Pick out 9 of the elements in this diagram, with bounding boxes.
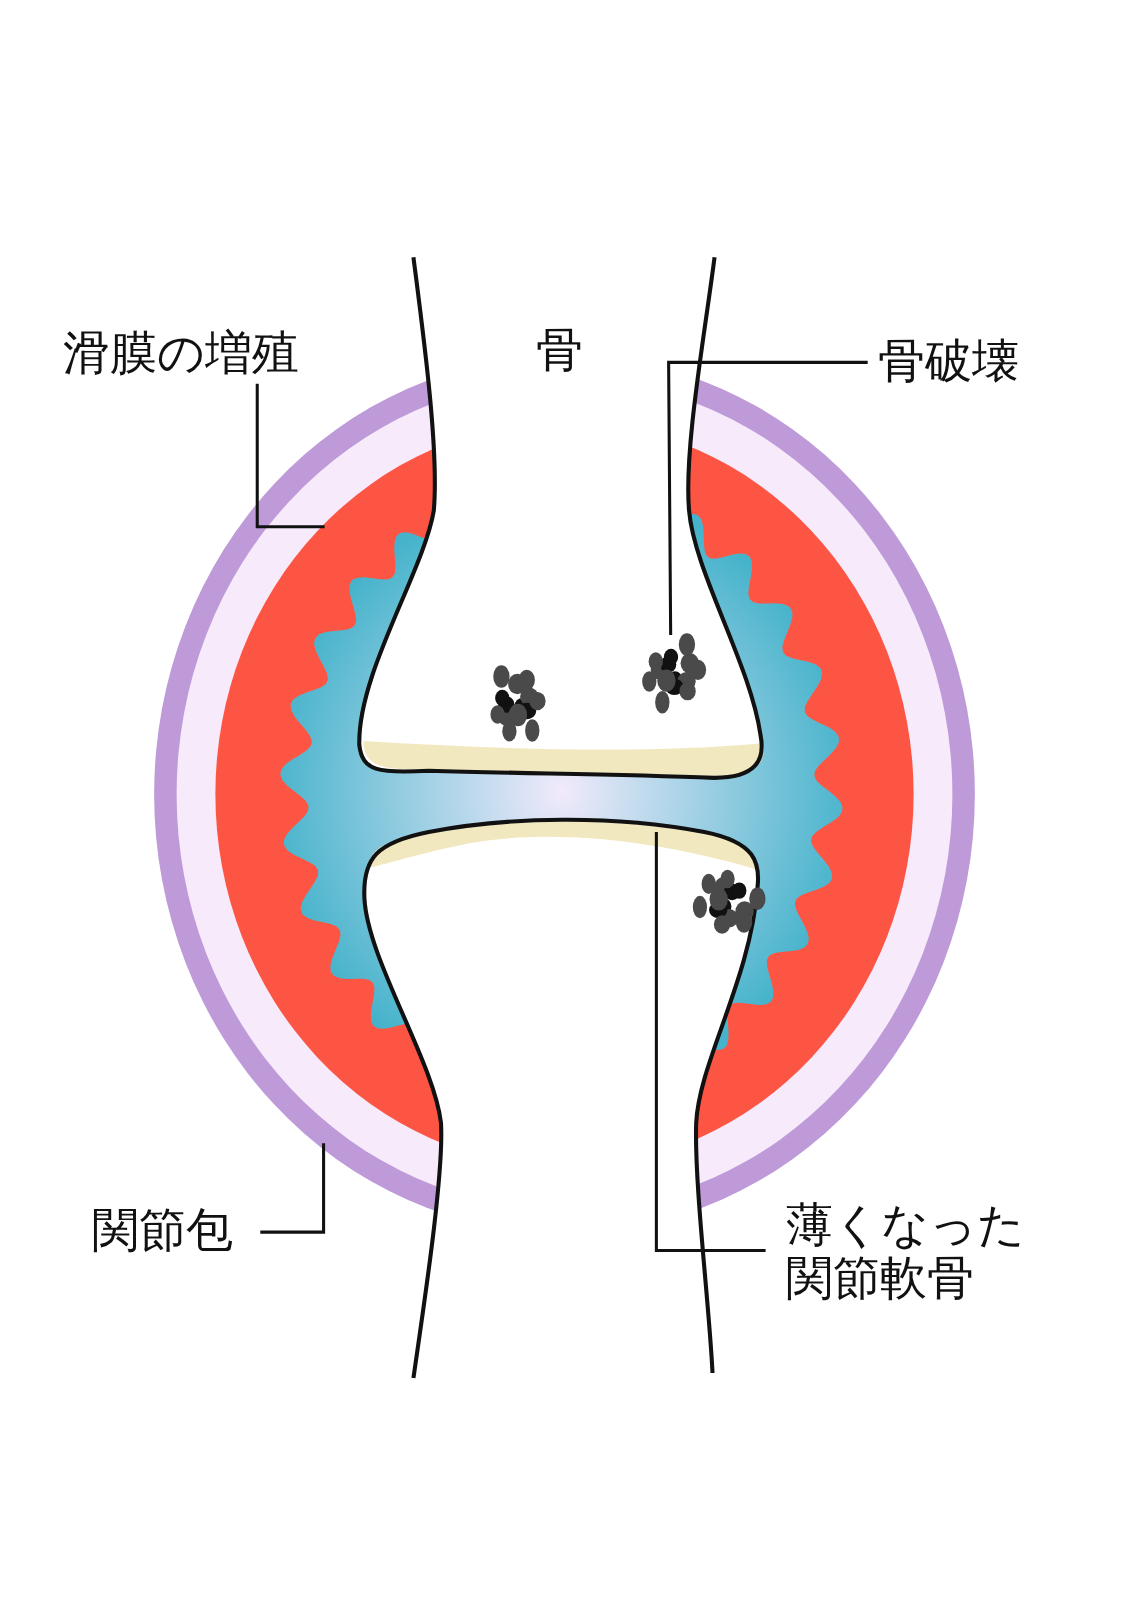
leader-line [260,1143,326,1234]
leader-line [654,831,766,1252]
leader-line [667,360,868,635]
part-label: 関節包 [91,1204,233,1258]
part-label: 滑膜の増殖 [63,326,300,380]
part-label: 薄くなった関節軟骨 [786,1199,1062,1305]
part-label: 骨破壊 [877,334,1019,388]
bone-label: 骨 [535,324,583,378]
leader-line [255,383,325,529]
